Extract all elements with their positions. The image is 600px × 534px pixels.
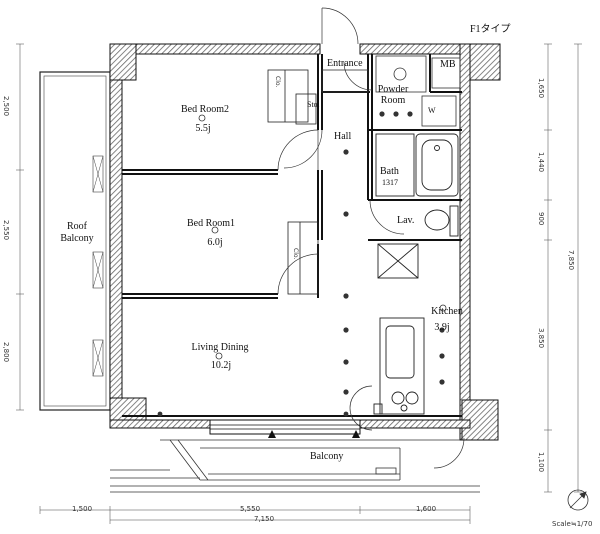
dimension-lines (16, 43, 582, 524)
bathtub (375, 133, 459, 197)
storage-label: Sto. (307, 100, 320, 109)
lavatory (424, 205, 459, 237)
north-arrow (567, 489, 589, 511)
closet-label-1: Clo. (274, 76, 281, 88)
dim-right-3: 900 (537, 212, 545, 226)
room-light-markers (198, 114, 447, 360)
interior-walls (122, 54, 462, 417)
dim-bottom-total: 7,150 (254, 515, 275, 523)
closet-label-2: Clo. (292, 248, 299, 260)
dim-bottom-1: 1,500 (72, 505, 93, 513)
living-dining-size: 10.2j (210, 360, 232, 371)
bath-label: Bath (380, 166, 399, 177)
kitchen-counter (373, 243, 425, 415)
scale-label: Scale≒1/70 (552, 520, 593, 528)
entrance-label: Entrance (327, 58, 363, 69)
dim-right-4: 3,850 (537, 328, 545, 349)
dim-right-total: 7,850 (567, 250, 575, 271)
bedroom2-name: Bed Room2 (180, 104, 230, 115)
plan-type-label: F1タイプ (470, 24, 511, 35)
bath-size-label: 1317 (382, 178, 398, 187)
bedroom1-name: Bed Room1 (186, 218, 236, 229)
dim-right-1: 1,650 (537, 78, 545, 99)
ceiling-lights (157, 111, 445, 417)
roof-balcony-label-1: Roof (67, 221, 87, 232)
dim-left-1: 2,500 (2, 96, 10, 117)
dim-left-2: 2,550 (2, 220, 10, 241)
hall-label: Hall (334, 131, 352, 142)
balcony-label: Balcony (310, 451, 344, 462)
powder-room-label-2: Room (380, 95, 406, 106)
dim-left-3: 2,800 (2, 342, 10, 363)
dim-right-5: 1,100 (537, 452, 545, 473)
exterior-walls (109, 43, 501, 441)
lav-label: Lav. (397, 215, 415, 226)
dim-right-2: 1,440 (537, 152, 545, 173)
direction-markers (268, 430, 360, 438)
bedroom1-size: 6.0j (207, 237, 223, 248)
dim-bottom-2: 5,550 (240, 505, 261, 513)
roof-balcony-label-2: Balcony (60, 233, 94, 244)
lower-balcony (110, 439, 480, 493)
washer-label: W (428, 106, 436, 115)
kitchen-size: 3.9j (434, 322, 450, 333)
bedroom2-size: 5.5j (195, 123, 211, 134)
door-swings (277, 7, 465, 469)
dim-bottom-3: 1,600 (416, 505, 437, 513)
entrance-area (321, 55, 461, 127)
kitchen-name: Kitchen (431, 306, 463, 317)
living-dining-name: Living Dining (191, 342, 249, 353)
mb-label: MB (440, 59, 456, 70)
powder-room-label-1: Powder (377, 84, 409, 95)
